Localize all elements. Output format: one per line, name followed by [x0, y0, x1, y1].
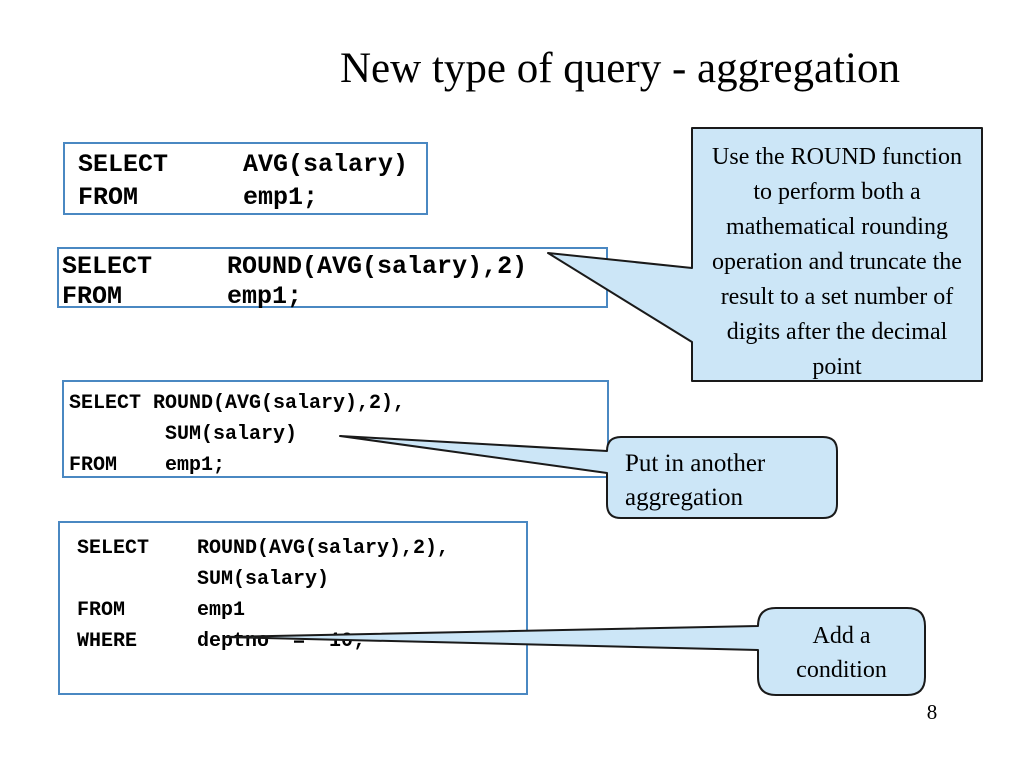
- callout-round-function-text: Use the ROUND function to perform both a…: [692, 128, 982, 381]
- code-line: SUM(salary): [77, 568, 330, 591]
- callout-line: digits after the decimal: [726, 319, 948, 345]
- callout-aggregation-shape: [339, 435, 838, 519]
- sql-code-box-3: SELECT ROUND(AVG(salary),2), SUM(salary)…: [62, 380, 609, 478]
- callout-condition-text: Add a condition: [758, 608, 925, 695]
- callout-line: result to a set number of: [720, 284, 954, 310]
- sql-code-box-4: SELECT ROUND(AVG(salary),2), SUM(salary)…: [58, 521, 528, 695]
- code-line: FROM emp1;: [62, 282, 303, 311]
- code-line: SELECT AVG(salary): [78, 150, 409, 179]
- callout-line: operation and truncate the: [712, 249, 962, 275]
- callout-aggregation-text: Put in another aggregation: [607, 437, 837, 518]
- callout-line: condition: [796, 657, 887, 683]
- callout-line: aggregation: [625, 484, 744, 511]
- callout-condition-shape: [224, 607, 926, 696]
- callout-line: mathematical rounding: [726, 214, 948, 240]
- code-line: SELECT ROUND(AVG(salary),2): [62, 252, 528, 281]
- code-line: SELECT ROUND(AVG(salary),2),: [69, 392, 406, 415]
- code-line: SELECT ROUND(AVG(salary),2),: [77, 537, 450, 560]
- callout-round-function-shape: [547, 127, 983, 382]
- page-number: 8: [926, 700, 938, 724]
- code-line: FROM emp1;: [69, 454, 226, 477]
- code-line: FROM emp1: [77, 599, 246, 622]
- callout-line: Use the ROUND function: [712, 144, 962, 170]
- sql-code-box-1: SELECT AVG(salary) FROM emp1;: [63, 142, 428, 215]
- callout-line: Add a: [812, 623, 871, 649]
- code-line: SUM(salary): [69, 423, 298, 446]
- slide-title: New type of query - aggregation: [340, 45, 900, 92]
- callout-line: Put in another: [625, 450, 766, 477]
- callout-line: point: [812, 354, 862, 380]
- callout-line: to perform both a: [753, 179, 921, 205]
- code-line: FROM emp1;: [78, 183, 319, 212]
